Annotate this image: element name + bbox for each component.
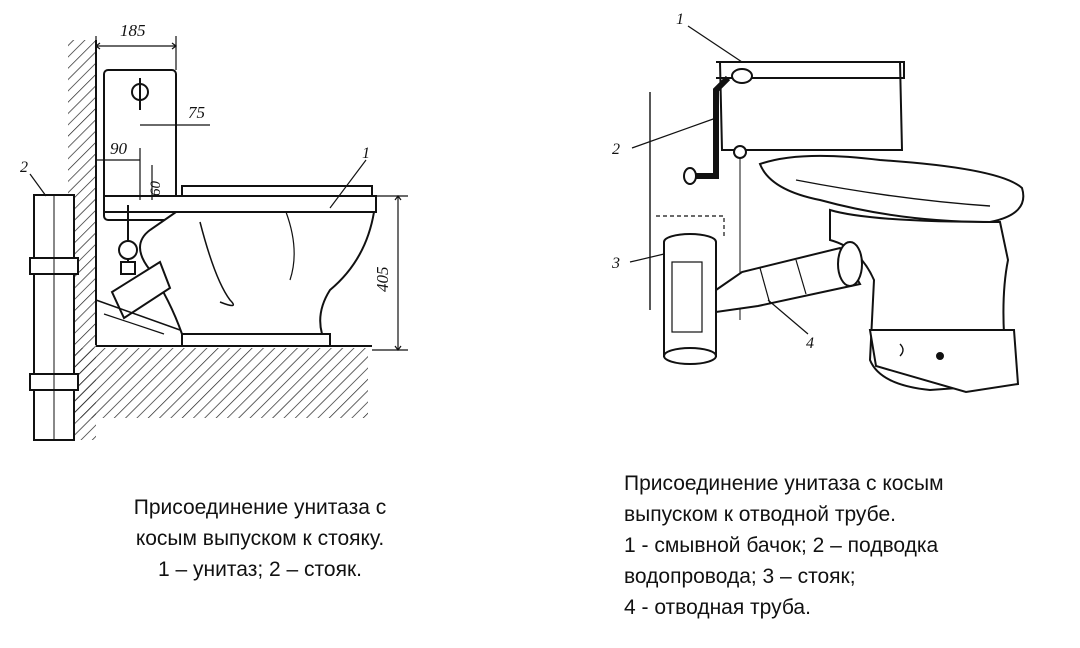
leader-2-right [631, 117, 717, 149]
leader-1-right [687, 25, 743, 63]
dimension-90 [96, 148, 141, 200]
callout-2-right: 2 [612, 141, 620, 158]
toilet-rim [103, 195, 377, 213]
label-185: 185 [120, 21, 146, 40]
left-figure [29, 36, 408, 441]
floor-hatch [68, 348, 368, 418]
seat-lid-right [758, 154, 1025, 224]
toilet-base [181, 333, 331, 347]
caption-right: Присоединение унитаза с косым выпуском к… [624, 468, 1064, 623]
dimension-405 [372, 195, 408, 351]
caption-right-line: выпуском к отводной трубе. [624, 503, 896, 526]
callout-3-right: 3 [611, 255, 620, 272]
caption-left-line: косым выпуском к стояку. [135, 527, 385, 550]
supply-tube [694, 75, 731, 179]
riser-right [656, 215, 725, 365]
supply-valve [118, 205, 138, 275]
callout-4-right: 4 [806, 335, 814, 352]
leader-1-left [329, 159, 367, 209]
label-60: 60 [148, 181, 164, 197]
caption-right-line: водопровода; 3 – стояк; [624, 565, 856, 588]
toilet-bowl [139, 211, 376, 335]
flush-tank [716, 61, 905, 151]
riser-pipe [29, 194, 79, 441]
callout-2-left: 2 [20, 159, 28, 176]
leader-4-right [767, 299, 809, 335]
caption-left-line: 1 – унитаз; 2 – стояк. [158, 558, 362, 581]
label-90: 90 [110, 139, 128, 158]
callout-1-left: 1 [362, 145, 370, 162]
oblique-outlet [95, 260, 181, 335]
caption-right-line: Присоединение унитаза с косым [624, 472, 944, 495]
caption-right-line: 1 - смывной бачок; 2 – подводка [624, 534, 939, 557]
dimension-75 [140, 100, 210, 134]
leader-2-left [29, 173, 47, 197]
leader-3-right [629, 253, 665, 263]
cistern [103, 69, 177, 221]
caption-right-line: 4 - отводная труба. [624, 596, 811, 619]
callout-1-right: 1 [676, 11, 684, 28]
drain-pipe [715, 241, 863, 314]
dimension-185 [95, 36, 177, 70]
right-figure [629, 25, 1025, 394]
label-405: 405 [373, 267, 392, 293]
label-75: 75 [188, 103, 205, 122]
toilet-base-right [868, 329, 1020, 394]
caption-left: Присоединение унитаза с косым выпуском к… [40, 492, 480, 585]
caption-left-line: Присоединение унитаза с [133, 496, 387, 519]
